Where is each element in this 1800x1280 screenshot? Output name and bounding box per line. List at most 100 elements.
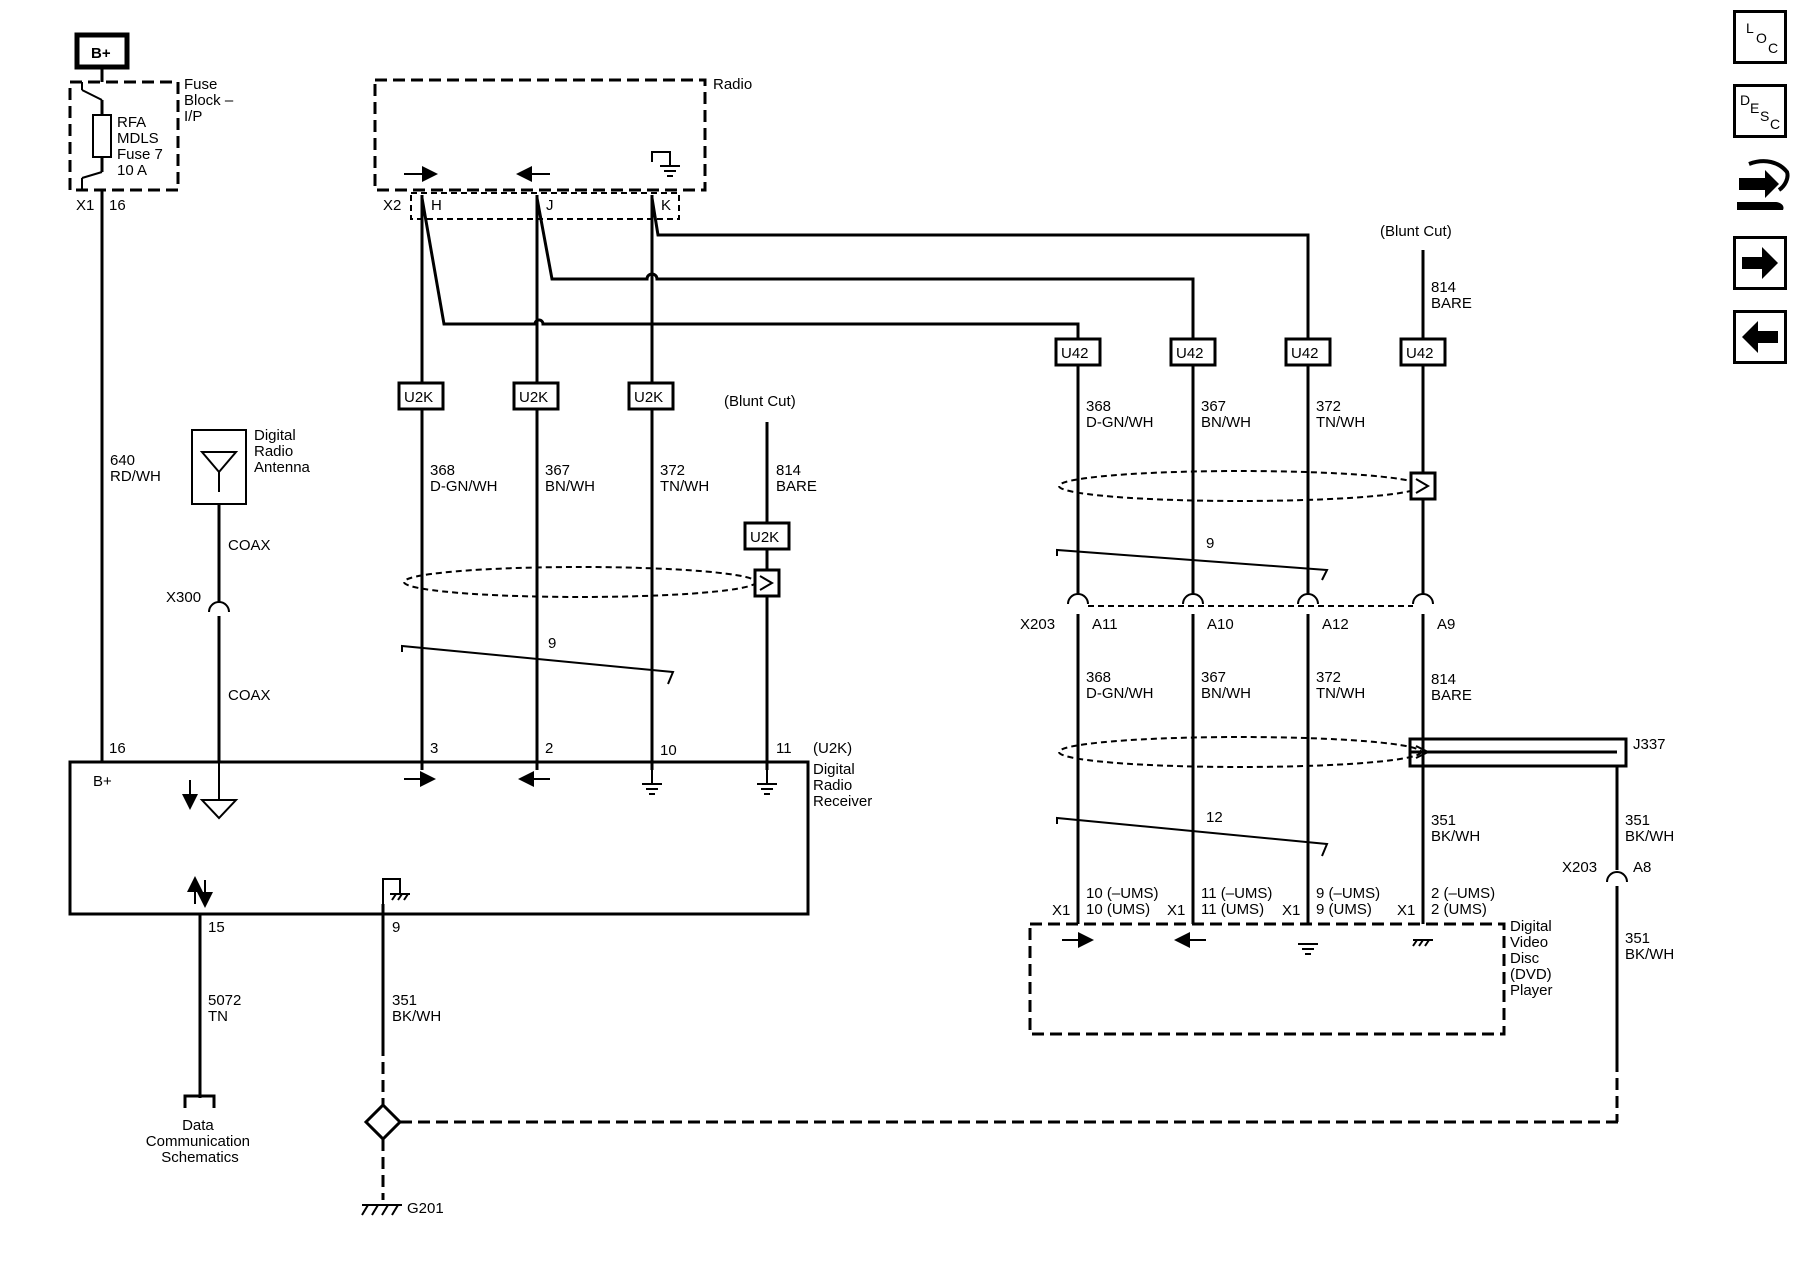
twist-right-top-label: 9 [1206,535,1214,552]
x300-label: X300 [166,589,201,606]
splice-diamond [363,1102,403,1142]
dvd-player-label: Digital Video Disc (DVD) Player [1510,918,1556,999]
blunt-cut-left-label: (Blunt Cut) [724,393,796,410]
u2k-tag-drain: U2K [750,529,779,546]
antenna-icon [199,451,239,492]
previous-page-button[interactable] [1733,310,1787,364]
g201-ground-icon [361,1204,402,1216]
radio-ground-icon [651,151,680,177]
power-wire-label: 640 RD/WH [110,452,161,485]
location-nav-button[interactable]: L O C [1733,10,1787,64]
dvd-x1-label-1: X1 [1052,902,1070,919]
blunt-left-wire-label: 814 BARE [776,462,817,495]
g201-label: G201 [407,1200,444,1217]
x203-label: X203 [1020,616,1055,633]
arrow-right-icon [1742,247,1778,279]
x203-pin-a12: A12 [1322,616,1349,633]
dvd-x1-label-4: X1 [1397,902,1415,919]
dvd-ground-icon [1298,943,1318,955]
receiver-ground-icon-1 [642,770,662,795]
dvd-wire-2-label: 367 BN/WH [1201,669,1251,702]
dvd-wire-4-label: 814 BARE [1431,671,1472,704]
desc-letter-e: E [1750,100,1760,116]
digital-radio-receiver [68,760,810,916]
drain-wire-label: 351 BK/WH [1431,812,1480,845]
receiver-pin-2: 2 [545,740,553,757]
receiver-bplus-pin: 16 [109,740,126,757]
a8-pin-label: A8 [1633,859,1651,876]
dvd-pin-4: 2 (–UMS) 2 (UMS) [1431,885,1499,918]
shield-right-bottom [1058,736,1422,768]
dvd-x1-label-2: X1 [1167,902,1185,919]
shield-left [403,566,757,598]
twist-left-label: 9 [548,635,556,652]
radio-connector-x2 [410,192,680,220]
receiver-data-pin: 15 [208,919,225,936]
j337-label: J337 [1633,736,1666,753]
loc-letter-c: C [1768,40,1779,56]
u42-wire-3-label: 372 TN/WH [1316,398,1365,431]
data-schematics-reference[interactable]: Data Communication Schematics [146,1117,254,1166]
receiver-pin-10: 10 [660,742,677,759]
ground-wire-label: 351 BK/WH [392,992,441,1025]
radio-label: Radio [713,76,752,93]
receiver-chassis-ground-icon [382,878,410,904]
fuse-block-label: Fuse Block – I/P [184,76,237,125]
service-tool-icon[interactable] [1735,156,1791,216]
u2k-wire-1-label: 368 D-GN/WH [430,462,498,495]
dvd-pin-2: 11 (–UMS) 11 (UMS) [1201,885,1277,918]
drain-wire-lower-label: 351 BK/WH [1625,930,1674,963]
radio-pin-h: H [431,197,442,214]
u2k-tag-3: U2K [634,389,663,406]
u42-tag-1: U42 [1061,345,1089,362]
description-nav-button[interactable]: D E S C [1733,84,1787,138]
data-wire-label: 5072 TN [208,992,246,1025]
radio-outline [373,78,707,192]
dvd-chassis-ground-icon [1412,939,1433,947]
blunt-cut-right-label: (Blunt Cut) [1380,223,1452,240]
fuse-pin-label: 16 [109,197,126,214]
u2k-tag-2: U2K [519,389,548,406]
dvd-pin-1: 10 (–UMS) 10 (UMS) [1086,885,1163,918]
desc-letter-s: S [1760,108,1770,124]
receiver-pin-11: 11 [776,740,792,757]
u2k-wire-3-label: 372 TN/WH [660,462,709,495]
receiver-label: Digital Radio Receiver [813,761,872,810]
fuse-symbol [81,82,112,190]
arrow-left-icon [1742,321,1778,353]
twist-right-top [1056,548,1329,581]
x300-connector [208,601,230,613]
receiver-data-arrows-icon [187,876,213,908]
u42-tag-3: U42 [1291,345,1319,362]
u42-tag-4: U42 [1406,345,1434,362]
antenna-label: Digital Radio Antenna [254,427,311,476]
next-page-button[interactable] [1733,236,1787,290]
loc-letter-o: O [1756,30,1767,46]
fuse-connector-label: X1 [76,197,94,214]
receiver-ground-icon-2 [757,770,777,795]
loc-letter-l: L [1746,20,1754,36]
a8-connector-label: X203 [1562,859,1597,876]
receiver-id: (U2K) [813,740,852,757]
u42-tag-2: U42 [1176,345,1204,362]
fuse-block-outline [68,80,180,192]
radio-pin-j: J [546,197,554,214]
blunt-right-wire-label: 814 BARE [1431,279,1472,312]
u2k-tag-1: U2K [404,389,433,406]
drain-wire-label-right: 351 BK/WH [1625,812,1674,845]
dvd-wire-3-label: 372 TN/WH [1316,669,1365,702]
receiver-pin-3: 3 [430,740,438,757]
receiver-ground-pin: 9 [392,919,400,936]
dvd-pin-3: 9 (–UMS) 9 (UMS) [1316,885,1384,918]
coax-upper-label: COAX [228,537,271,554]
twist-right-bottom-label: 12 [1206,809,1223,826]
x203-pin-a11: A11 [1092,616,1118,633]
desc-letter-d: D [1740,92,1751,108]
receiver-bplus-label: B+ [93,773,112,790]
shield-right-top [1058,470,1422,502]
radio-connector-label: X2 [383,197,401,214]
twist-left [401,644,675,685]
u42-wire-2-label: 367 BN/WH [1201,398,1251,431]
u42-wire-1-label: 368 D-GN/WH [1086,398,1154,431]
